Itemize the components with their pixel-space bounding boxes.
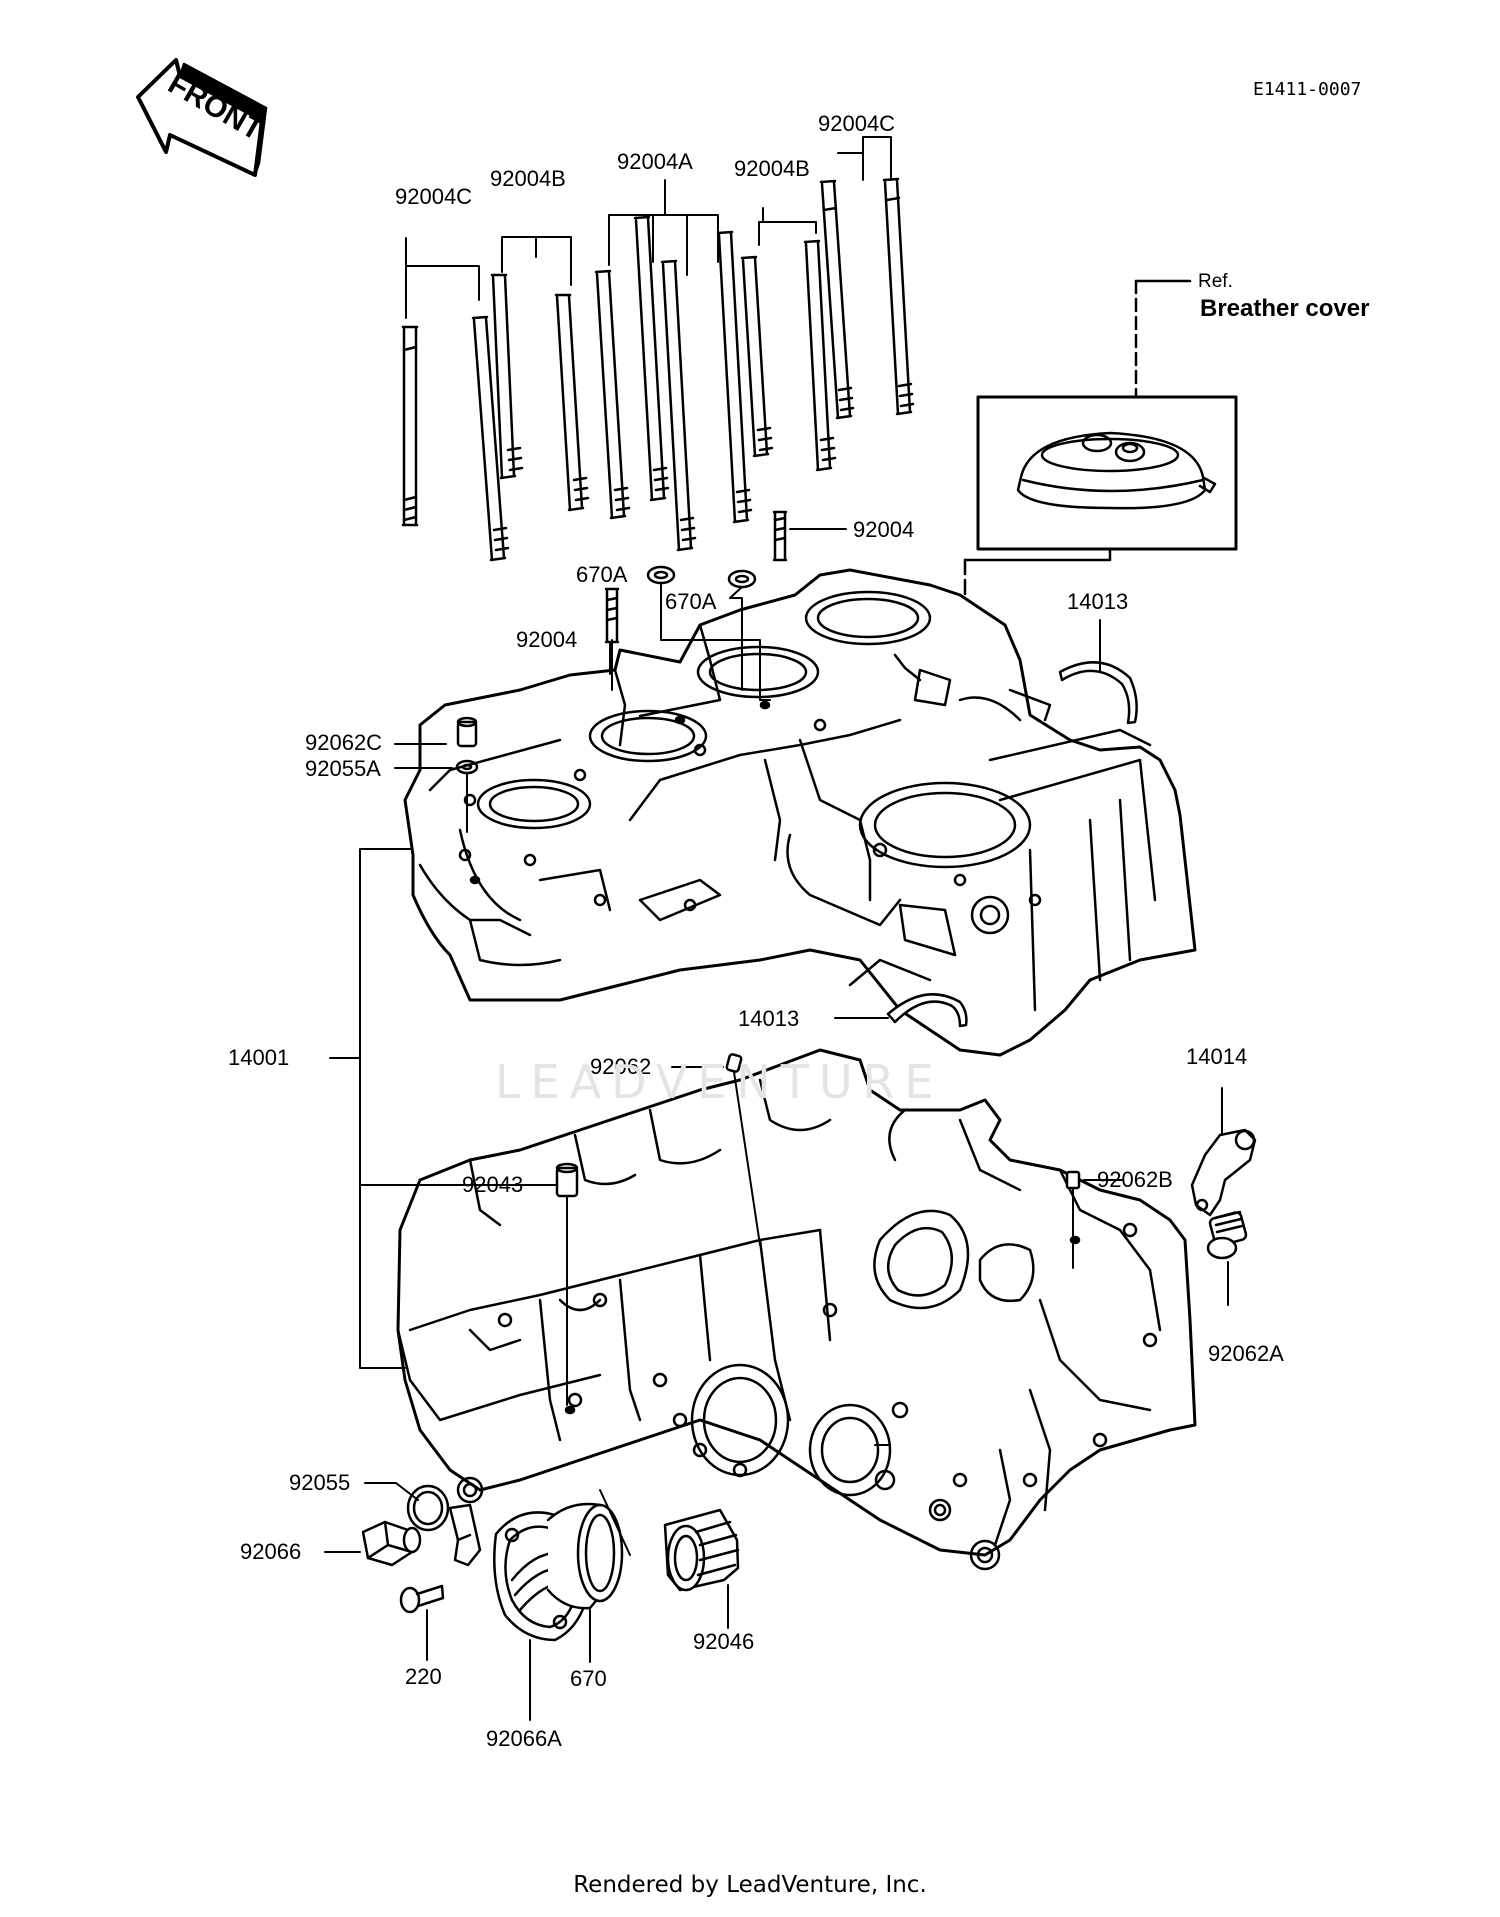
label-92062: 92062 — [590, 1054, 652, 1079]
label-92066: 92066 — [240, 1539, 302, 1564]
label-92004c-right: 92004C — [818, 111, 896, 136]
label-14014: 14014 — [1186, 1044, 1248, 1069]
plug-92062b-icon — [1065, 1170, 1081, 1190]
label-92004b-right: 92004B — [734, 156, 810, 181]
label-92062b: 92062B — [1097, 1167, 1173, 1192]
drain-plug-92066-icon — [361, 1520, 422, 1567]
label-92062a: 92062A — [1208, 1341, 1284, 1366]
stud-bolts — [401, 177, 915, 644]
label-92046: 92046 — [693, 1629, 755, 1654]
label-92055: 92055 — [289, 1470, 351, 1495]
leader-lines — [324, 136, 1229, 1721]
gasket-670-icon — [546, 1502, 624, 1610]
label-92004-upper: 92004 — [853, 517, 915, 542]
clamp-icon — [448, 1503, 482, 1567]
label-92055a: 92055A — [305, 756, 381, 781]
label-670a-right: 670A — [665, 589, 717, 614]
footer-credit: Rendered by LeadVenture, Inc. — [573, 1872, 927, 1898]
bracket-14014-icon — [1190, 1128, 1257, 1217]
screw-220-icon — [399, 1584, 445, 1614]
lower-crankcase — [396, 1048, 1197, 1571]
o-rings-670a — [646, 565, 757, 589]
plug-92062-icon — [725, 1053, 743, 1073]
label-92066a: 92066A — [486, 1726, 562, 1751]
label-14013-lower: 14013 — [738, 1006, 800, 1031]
document-id: E1411-0007 — [1253, 79, 1362, 100]
front-arrow-icon: FRONT — [136, 58, 269, 177]
ref-breather-cover-title: Breather cover — [1200, 295, 1370, 322]
plug-92062a-icon — [1206, 1210, 1248, 1260]
dowel-92043-icon — [555, 1162, 579, 1198]
label-14001: 14001 — [228, 1045, 290, 1070]
label-670: 670 — [570, 1666, 607, 1691]
label-670a-left: 670A — [576, 562, 628, 587]
o-ring-92055-icon — [406, 1484, 450, 1532]
label-220: 220 — [405, 1664, 442, 1689]
label-14013-upper: 14013 — [1067, 589, 1129, 614]
label-92004b-left: 92004B — [490, 166, 566, 191]
label-92004a: 92004A — [617, 149, 693, 174]
upper-crankcase — [403, 568, 1197, 1057]
label-92062c: 92062C — [305, 730, 383, 755]
plug-92062c-icon — [456, 716, 478, 748]
ref-prefix: Ref. — [1198, 271, 1233, 292]
bearing-92046-icon — [663, 1508, 740, 1592]
label-92043: 92043 — [462, 1172, 524, 1197]
label-92004c-left: 92004C — [395, 184, 473, 209]
watermark: LEADVENTURE — [495, 1055, 944, 1109]
label-92004-lower: 92004 — [516, 627, 578, 652]
